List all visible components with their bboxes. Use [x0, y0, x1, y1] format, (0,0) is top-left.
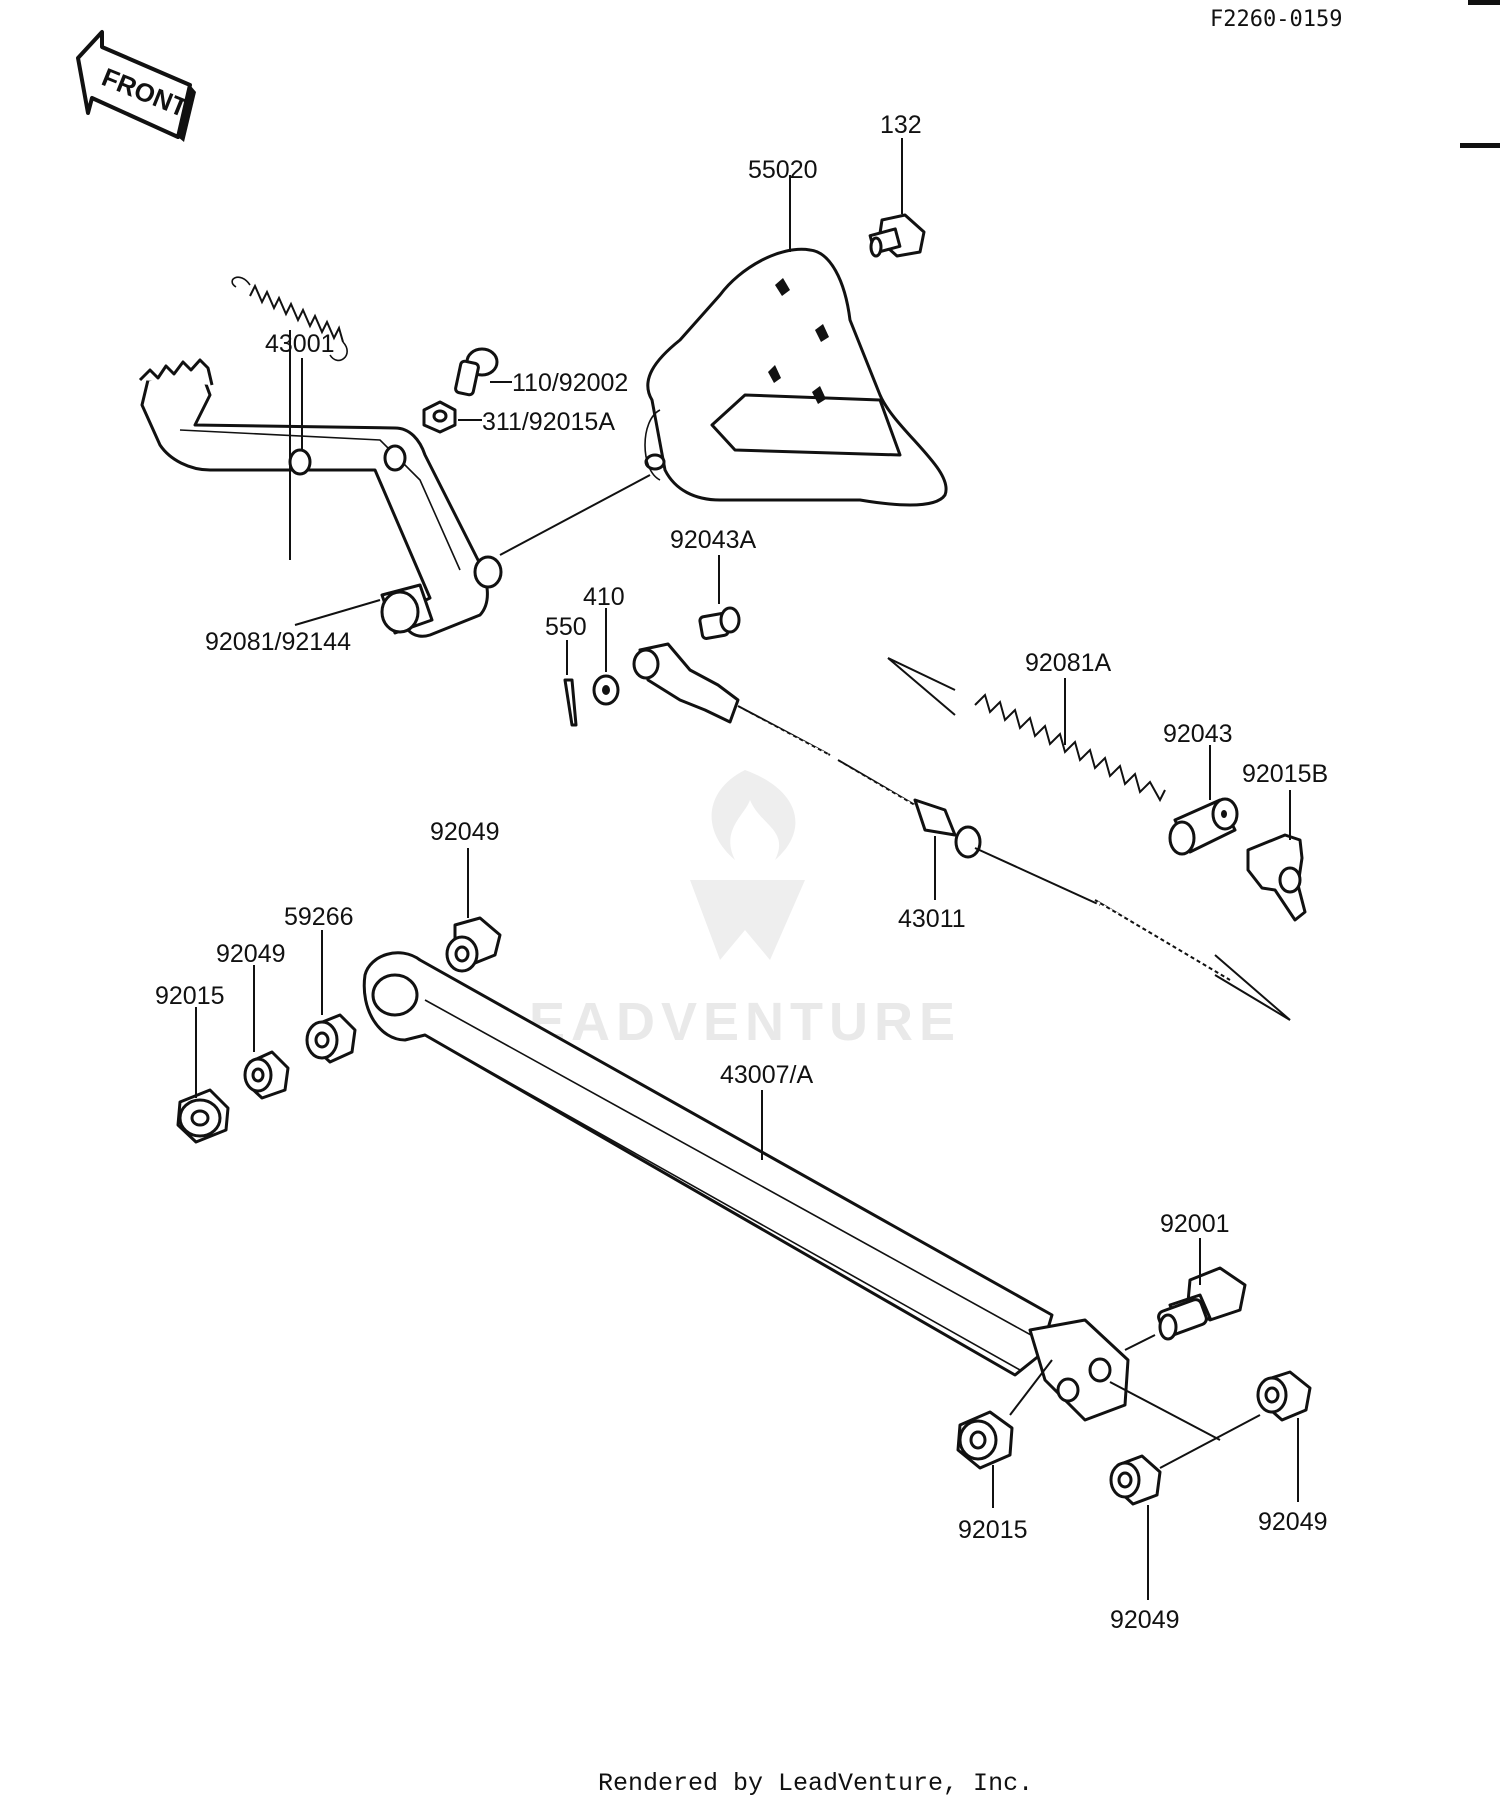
spring-92081A — [887, 657, 1291, 1021]
bushing-92049-right — [1159, 1370, 1312, 1502]
label-311-92015A: 311/92015A — [482, 408, 615, 436]
label-550: 550 — [545, 613, 587, 641]
bushing-92049-left — [243, 965, 290, 1100]
tension-rod-43007A — [362, 951, 1221, 1441]
spring-92081-92144 — [231, 276, 381, 626]
bushing-92049-bottom — [1109, 1454, 1162, 1600]
edge-mark-middle — [1460, 143, 1500, 148]
label-43001: 43001 — [265, 330, 335, 358]
label-43011: 43011 — [898, 905, 966, 933]
brake-rod-43011 — [632, 642, 1231, 981]
bracket-plate-55020 — [644, 175, 948, 507]
brake-pedal-43001 — [138, 358, 651, 638]
label-59266: 59266 — [284, 903, 354, 931]
label-92015-bottom: 92015 — [958, 1516, 1028, 1544]
label-92043: 92043 — [1163, 720, 1233, 748]
label-92043A: 92043A — [670, 526, 757, 554]
label-92049-bottom: 92049 — [1110, 1606, 1180, 1634]
bolt-92001 — [1124, 1238, 1247, 1351]
pin-92043A — [698, 555, 741, 640]
label-410: 410 — [583, 583, 625, 611]
footer-credit: Rendered by LeadVenture, Inc. — [598, 1769, 1033, 1798]
label-92001: 92001 — [1160, 1210, 1230, 1238]
bolt-132 — [868, 138, 926, 258]
bushing-59266 — [305, 930, 357, 1064]
figure-reference: F2260-0159 — [1210, 7, 1342, 32]
bolt-110-92002 — [454, 347, 512, 397]
washer-410 — [592, 608, 620, 706]
label-92049-top: 92049 — [430, 818, 500, 846]
nut-311-92015A — [422, 400, 482, 434]
edge-mark-top — [1468, 0, 1500, 5]
bushing-92049-top — [445, 848, 502, 973]
nut-92015-left — [176, 1007, 230, 1144]
label-92049-right: 92049 — [1258, 1508, 1328, 1536]
wing-nut-92015B — [1246, 790, 1307, 922]
label-92081A: 92081A — [1025, 649, 1112, 677]
label-92049-left: 92049 — [216, 940, 286, 968]
label-92015B: 92015B — [1242, 760, 1328, 788]
label-92081-92144: 92081/92144 — [205, 628, 351, 656]
label-92015-left: 92015 — [155, 982, 225, 1010]
cotter-pin-550 — [563, 640, 578, 727]
collar-92043 — [1168, 745, 1239, 856]
front-arrow-icon: FRONT — [76, 30, 196, 142]
label-43007A: 43007/A — [720, 1061, 813, 1089]
label-132: 132 — [880, 111, 922, 139]
nut-92015-bottom — [956, 1410, 1014, 1508]
watermark: LEADVENTURE — [490, 770, 955, 1052]
label-55020: 55020 — [748, 156, 818, 184]
label-110-92002: 110/92002 — [512, 369, 628, 397]
